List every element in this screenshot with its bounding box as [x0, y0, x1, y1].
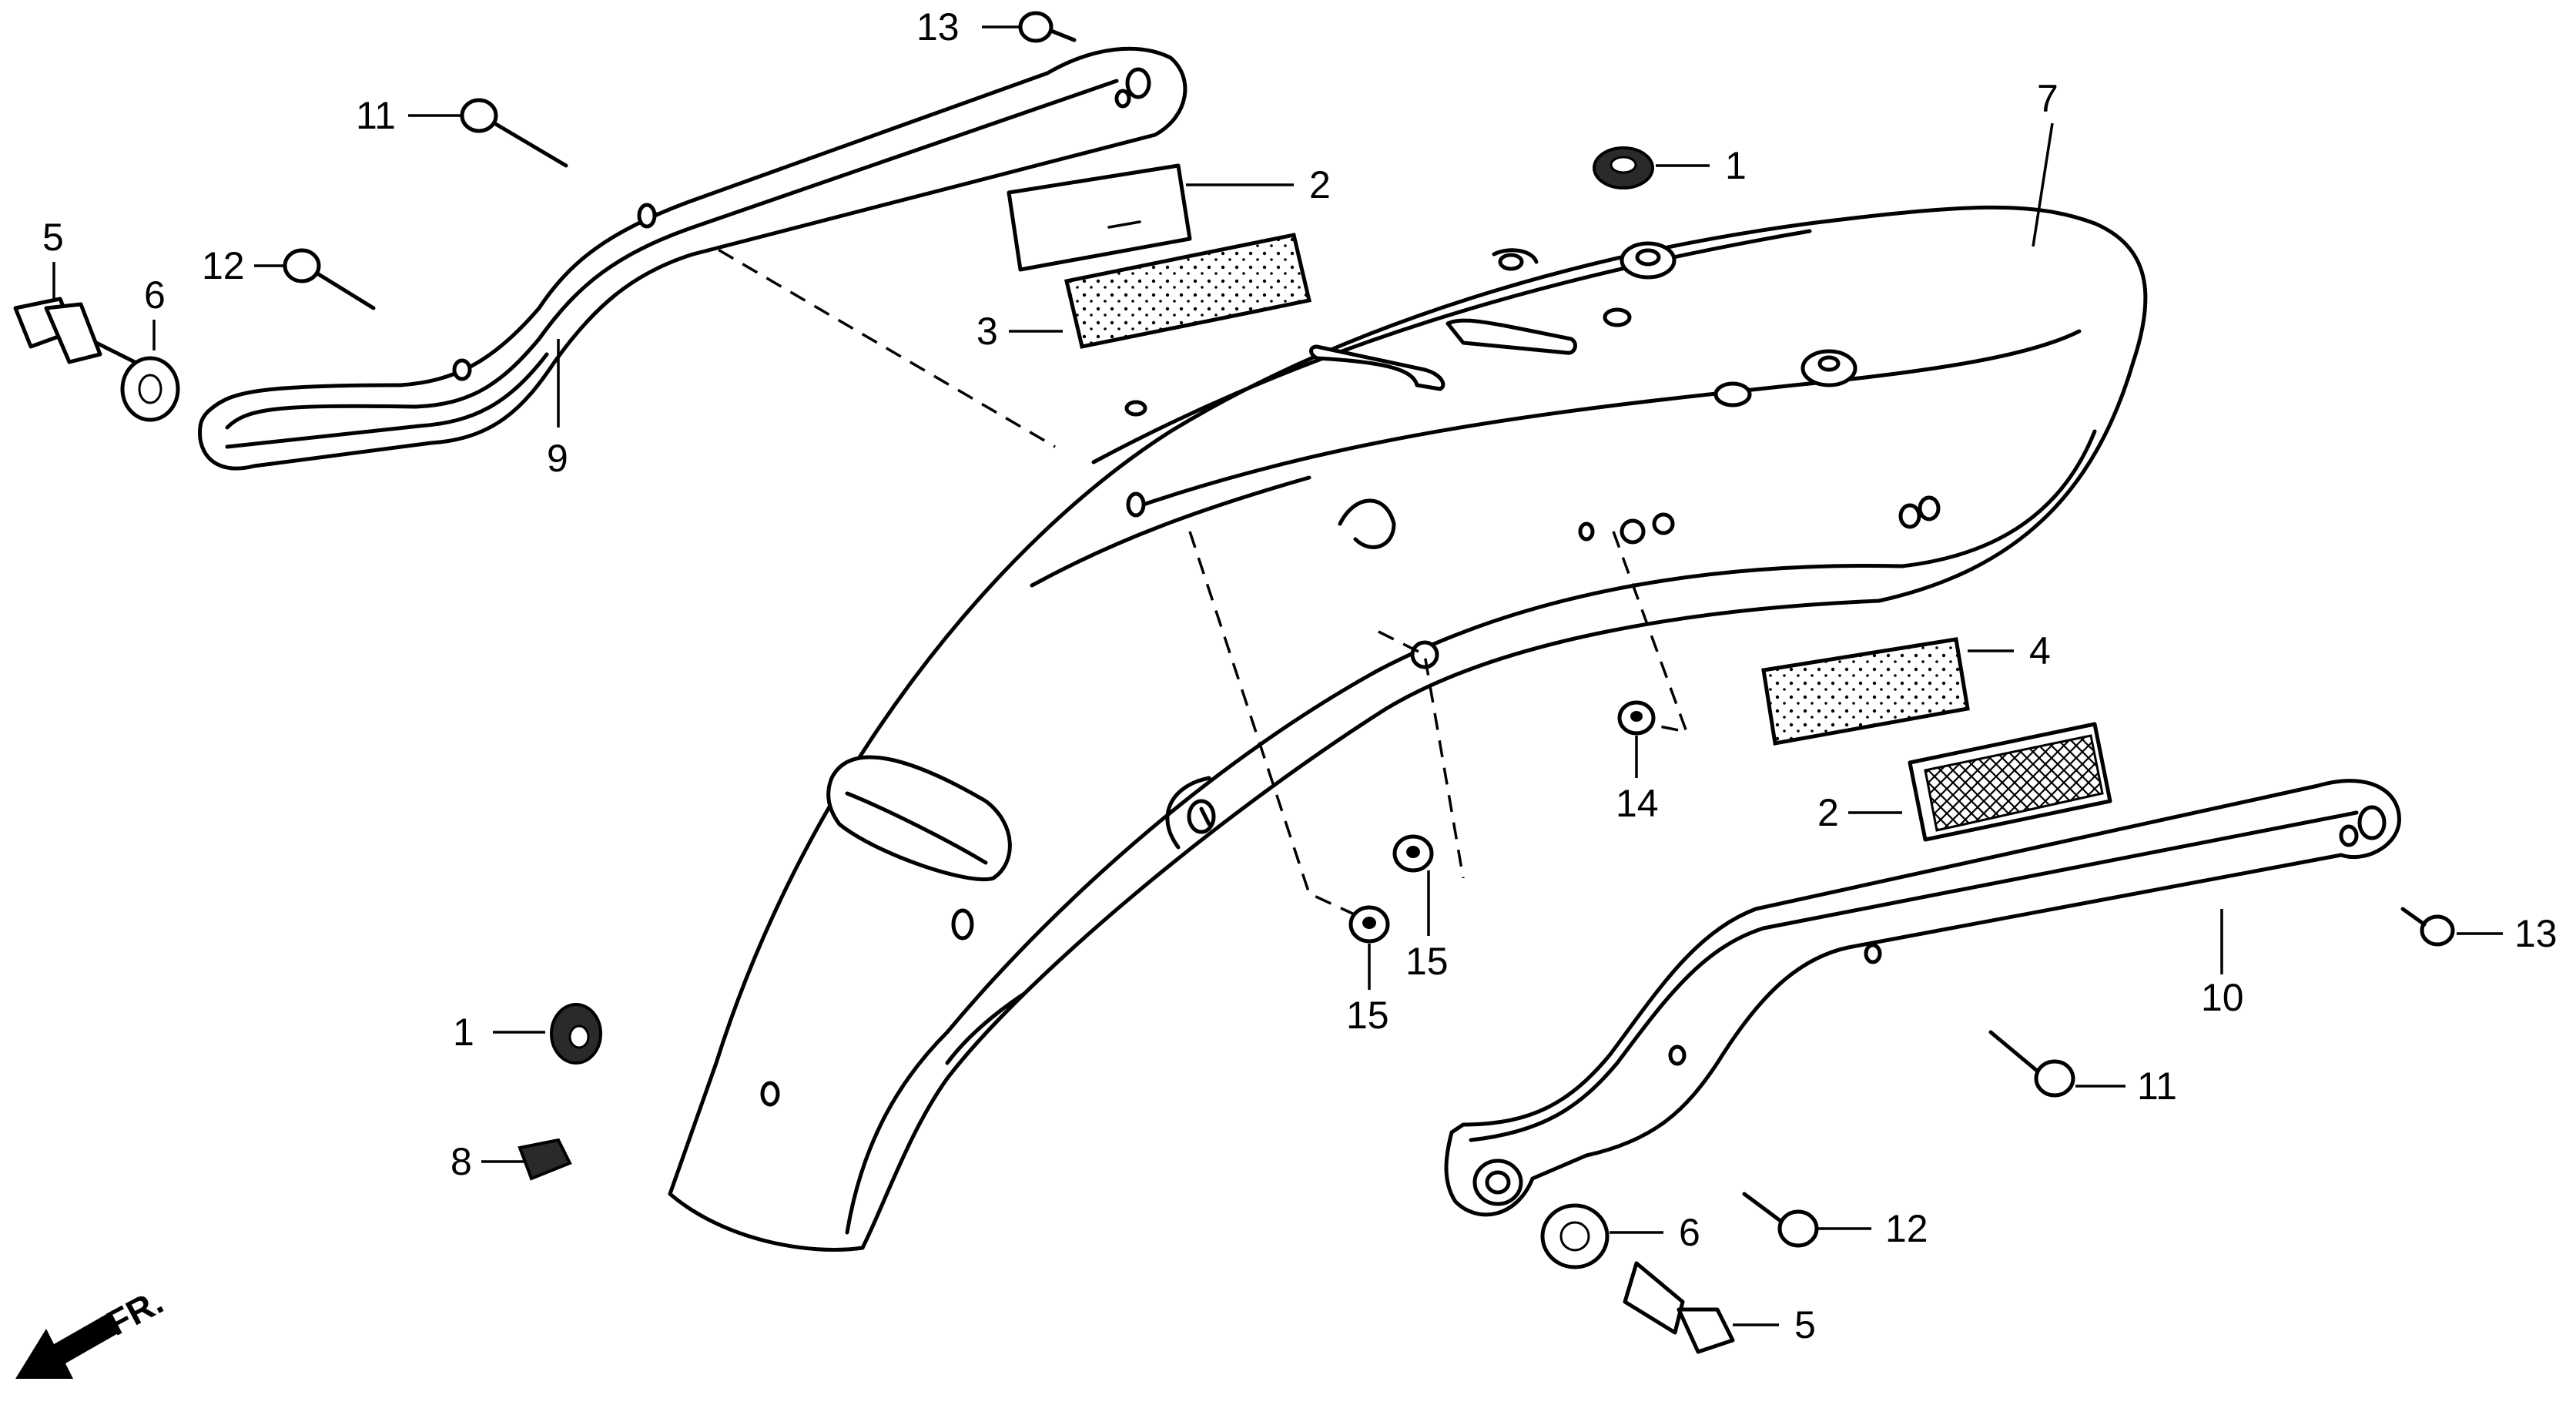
callout-6-top: 6	[144, 273, 166, 317]
callout-10: 10	[2201, 976, 2244, 1019]
callout-2-top: 2	[1309, 163, 1331, 206]
callout-14: 14	[1616, 782, 1659, 825]
callout-8: 8	[451, 1140, 472, 1183]
rear-fender	[668, 205, 2148, 1252]
callout-4: 4	[2029, 629, 2051, 672]
callout-1-bottom: 1	[453, 1011, 474, 1054]
callout-15-left: 15	[1346, 994, 1389, 1037]
callout-6-bottom: 6	[1679, 1211, 1700, 1254]
front-direction-indicator: FR.	[15, 1281, 169, 1379]
callout-13-bottom: 13	[2514, 912, 2558, 955]
callout-2-bottom: 2	[1817, 791, 1839, 834]
leader-lines	[52, 25, 2503, 1326]
callout-1-top: 1	[1725, 144, 1747, 187]
callout-12-top: 12	[202, 244, 245, 287]
callout-5-top: 5	[42, 216, 64, 259]
front-arrow-icon	[15, 1313, 119, 1379]
reflector-stay-4	[1761, 637, 1970, 746]
reflector-stay-3	[1064, 233, 1312, 349]
callout-5-bottom: 5	[1794, 1303, 1816, 1346]
callout-9: 9	[547, 437, 568, 480]
grab-rail-right	[1444, 779, 2401, 1217]
callout-12-bottom: 12	[1885, 1207, 1928, 1250]
callout-3: 3	[976, 310, 998, 353]
callout-11-top: 11	[356, 94, 396, 137]
callout-11-bottom: 11	[2137, 1065, 2177, 1108]
reflector-top	[1007, 163, 1192, 272]
callout-15-right: 15	[1405, 940, 1449, 983]
callout-13-top: 13	[916, 5, 960, 49]
reflector-bottom	[1908, 722, 2112, 842]
callout-labels: 1 1 2 2 3 4 5 5 6 6 7 8 9 10 11 11 12 12…	[42, 5, 2558, 1346]
hardware	[13, 11, 2455, 1354]
grab-rail-left	[198, 46, 1188, 471]
callout-7: 7	[2037, 77, 2058, 120]
